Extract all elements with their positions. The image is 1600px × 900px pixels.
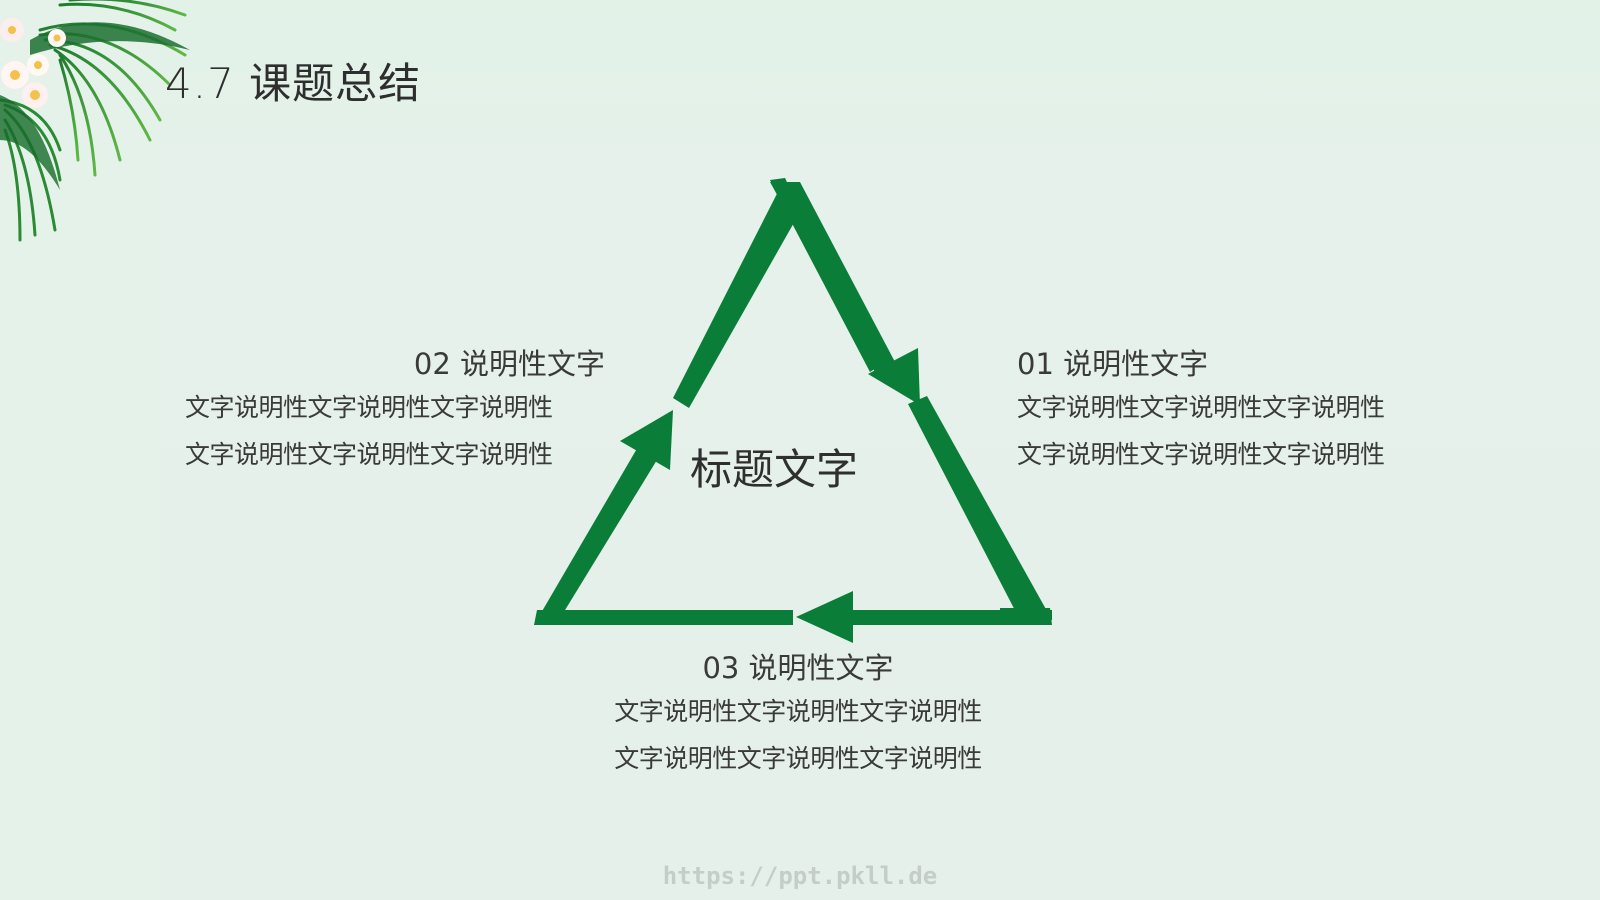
arrowhead-left-icon — [620, 410, 673, 470]
arrowhead-right-icon — [868, 348, 920, 405]
item-01-block: 01 说明性文字 文字说明性文字说明性文字说明性 文字说明性文字说明性文字说明性 — [1017, 344, 1385, 478]
item-01-line-2: 文字说明性文字说明性文字说明性 — [1017, 440, 1385, 469]
item-03-line-1: 文字说明性文字说明性文字说明性 — [614, 697, 982, 726]
arrowhead-bottom-icon — [796, 591, 853, 643]
item-03-line-2: 文字说明性文字说明性文字说明性 — [614, 744, 982, 773]
palm-leaf-decoration-icon — [0, 0, 190, 242]
watermark-url: https://ppt.pkll.de — [662, 862, 938, 890]
item-01-heading: 01 说明性文字 — [1017, 347, 1209, 381]
item-01-line-1: 文字说明性文字说明性文字说明性 — [1017, 393, 1385, 422]
item-03-heading: 03 说明性文字 — [702, 651, 894, 685]
item-02-heading: 02 说明性文字 — [413, 347, 605, 381]
center-title: 标题文字 — [690, 445, 859, 494]
background-strip — [0, 0, 160, 900]
item-03-block: 03 说明性文字 文字说明性文字说明性文字说明性 文字说明性文字说明性文字说明性 — [588, 648, 1008, 782]
item-02-line-2: 文字说明性文字说明性文字说明性 — [185, 440, 553, 469]
slide-title: 4.7 课题总结 — [165, 59, 422, 108]
item-02-block: 02 说明性文字 文字说明性文字说明性文字说明性 文字说明性文字说明性文字说明性 — [185, 344, 605, 478]
item-02-line-1: 文字说明性文字说明性文字说明性 — [185, 393, 553, 422]
